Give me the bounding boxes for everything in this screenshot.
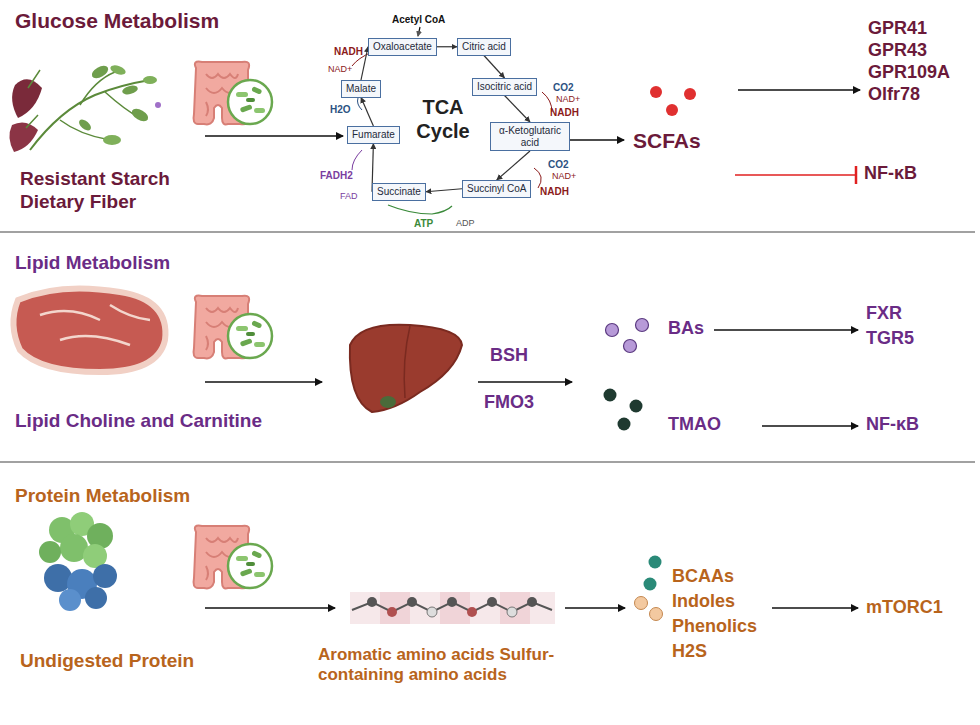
tca-box: Isocitric acid xyxy=(472,78,537,96)
input-label: Undigested Protein xyxy=(20,650,194,673)
cycle-arrow xyxy=(484,56,505,79)
cofactor-label: FADH2 xyxy=(320,170,353,182)
cycle-arrow xyxy=(505,96,530,123)
metabolite-label: H2S xyxy=(672,641,707,663)
box-text: Fumarate xyxy=(352,129,395,141)
metabolite-label: Indoles xyxy=(672,591,735,613)
cycle-arrow xyxy=(426,189,462,192)
cofactor-label: H2O xyxy=(330,104,351,116)
section-title: Glucose Metabolism xyxy=(15,8,219,33)
receptor-label: TGR5 xyxy=(866,328,914,350)
tca-box: α-Ketoglutaric acid xyxy=(490,122,570,151)
cofactor-label: FAD xyxy=(340,191,358,202)
receptor-label: FXR xyxy=(866,303,902,325)
tca-box: Oxaloacetate xyxy=(368,38,437,56)
amino-acid-label: Aromatic amino acids Sulfur-containing a… xyxy=(318,645,608,686)
input-label: Lipid Choline and Carnitine xyxy=(15,410,262,433)
enzyme-label: BSH xyxy=(490,345,528,367)
tca-box: Succinyl CoA xyxy=(462,180,531,198)
tca-box: Fumarate xyxy=(347,126,400,144)
box-text: Isocitric acid xyxy=(477,81,532,93)
cycle-arrow xyxy=(497,151,530,180)
cofactor-label: CO2 xyxy=(548,159,569,171)
cofactor-label: NADH xyxy=(550,107,579,119)
box-text: Citric acid xyxy=(462,41,506,53)
box-text: Malate xyxy=(346,83,376,95)
cofactor-label: NAD+ xyxy=(328,64,352,75)
metabolite-label: BCAAs xyxy=(672,566,734,588)
cofactor-label: NADH xyxy=(540,186,569,198)
box-text: Oxaloacetate xyxy=(373,41,432,53)
tca-box: Succinate xyxy=(372,183,426,201)
target-label: NF-κB xyxy=(866,414,919,436)
receptor-label: GPR109A xyxy=(868,62,950,84)
receptor-label: Olfr78 xyxy=(868,84,920,106)
metabolite-label: TMAO xyxy=(668,414,721,436)
cofactor-label: NAD+ xyxy=(556,94,580,105)
section-title: Lipid Metabolism xyxy=(15,252,170,275)
box-text: Succinyl CoA xyxy=(467,183,526,195)
receptor-label: GPR43 xyxy=(868,40,927,62)
box-text: Succinate xyxy=(377,186,421,198)
metabolite-label: SCFAs xyxy=(633,128,701,153)
enzyme-label: FMO3 xyxy=(484,392,534,414)
cycle-title: TCA Cycle xyxy=(410,95,476,143)
metabolite-label: Phenolics xyxy=(672,616,757,638)
input-label: Resistant Starch Dietary Fiber xyxy=(20,168,200,214)
receptor-label: GPR41 xyxy=(868,18,927,40)
cycle-arrow xyxy=(361,98,373,127)
cofactor-label: ADP xyxy=(456,218,475,229)
target-label: mTORC1 xyxy=(866,597,943,619)
target-label: NF-κB xyxy=(864,163,917,185)
tca-box: Malate xyxy=(341,80,381,98)
tca-box: Citric acid xyxy=(457,38,511,56)
section-title: Protein Metabolism xyxy=(15,485,190,508)
cofactor-label: NAD+ xyxy=(552,171,576,182)
cycle-arrow xyxy=(437,46,457,47)
box-text: α-Ketoglutaric acid xyxy=(495,125,565,148)
metabolite-label: BAs xyxy=(668,318,704,340)
cofactor-label: NADH xyxy=(334,46,363,58)
cofactor-label: ATP xyxy=(414,218,433,230)
cofactor-label: CO2 xyxy=(553,82,574,94)
metabolite-label: Acetyl CoA xyxy=(392,14,445,26)
